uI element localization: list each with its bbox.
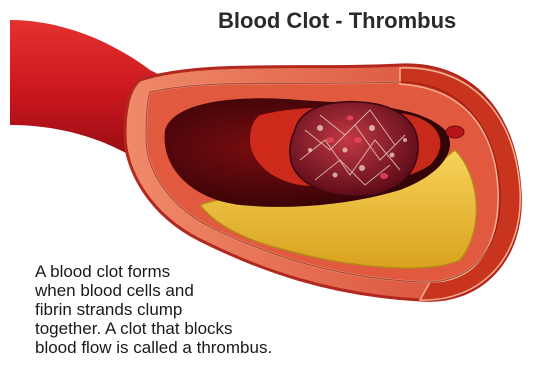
red-blood-cell — [446, 126, 464, 138]
caption-line: when blood cells and — [35, 281, 375, 300]
caption-line: together. A clot that blocks — [35, 319, 375, 338]
blood-clot — [290, 102, 418, 196]
diagram-title: Blood Clot - Thrombus — [218, 7, 528, 35]
caption-text: A blood clot forms when blood cells and … — [35, 262, 375, 357]
caption-line: fibrin strands clump — [35, 300, 375, 319]
caption-line: blood flow is called a thrombus. — [35, 338, 375, 357]
caption-line: A blood clot forms — [35, 262, 375, 281]
